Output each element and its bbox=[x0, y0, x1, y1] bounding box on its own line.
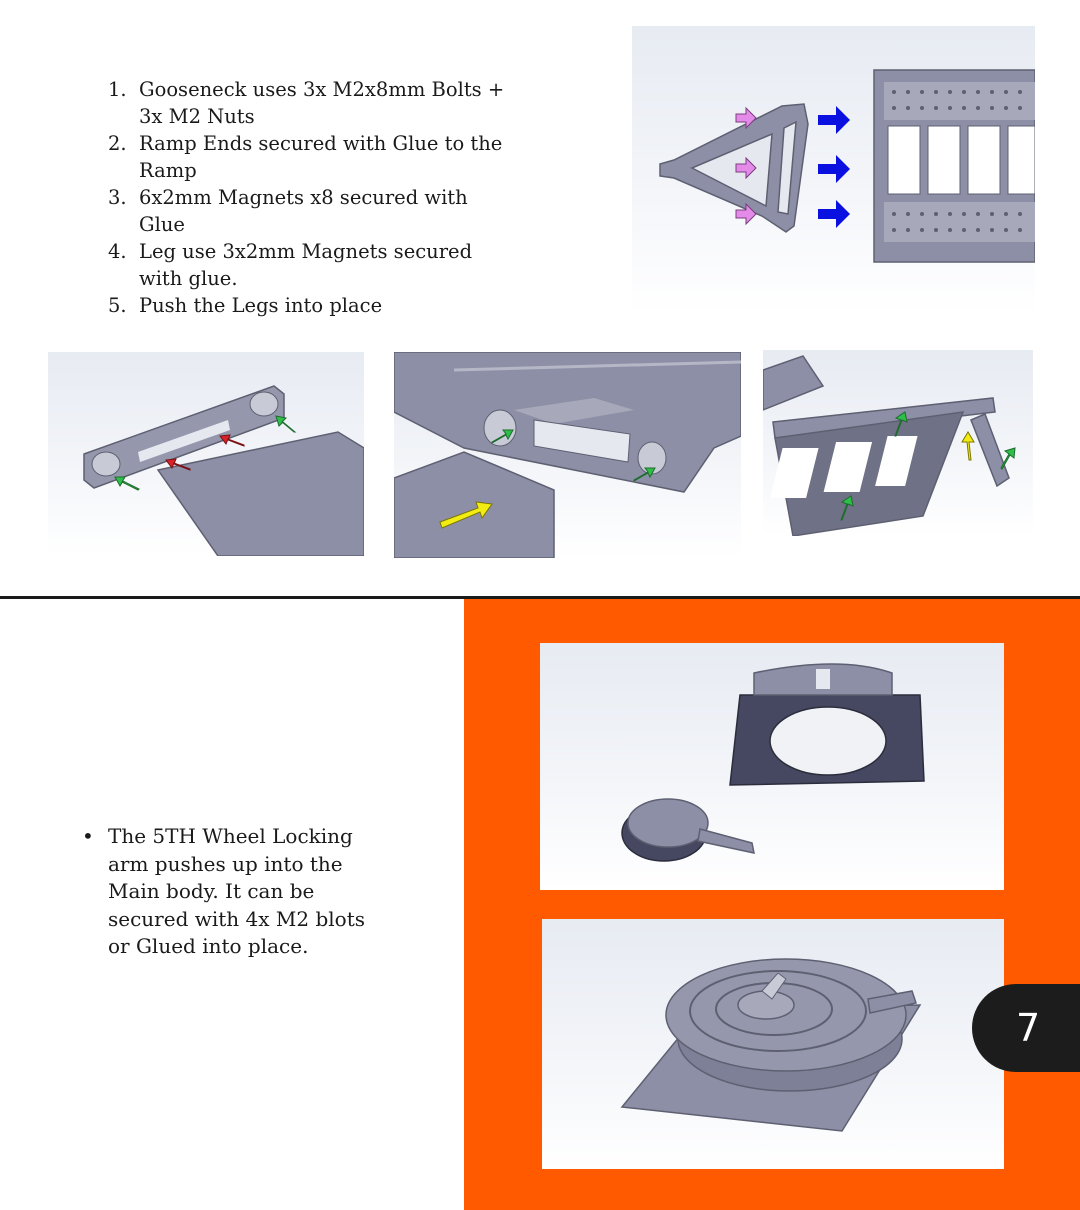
step-number: 3. bbox=[108, 186, 127, 209]
step-number: 4. bbox=[108, 240, 127, 263]
green-arrow-icons bbox=[114, 415, 297, 491]
red-arrow-icons bbox=[165, 434, 245, 471]
leg-part bbox=[970, 413, 1010, 488]
step-text: Ramp Ends secured with Glue to the Ramp bbox=[139, 132, 503, 182]
gooseneck-cad-image bbox=[632, 26, 1035, 313]
step-item: 3. 6x2mm Magnets x8 secured with Glue bbox=[108, 184, 508, 238]
ramp-plate-part bbox=[156, 431, 364, 556]
bullet-icon: • bbox=[82, 824, 94, 848]
step-number: 2. bbox=[108, 132, 127, 155]
step-number: 5. bbox=[108, 294, 127, 317]
deck-holes bbox=[892, 90, 1022, 232]
step-number: 1. bbox=[108, 78, 127, 101]
step-text: Push the Legs into place bbox=[139, 294, 383, 317]
locking-arm-part bbox=[621, 798, 755, 862]
leg-part bbox=[394, 451, 555, 558]
green-arrow-icons bbox=[491, 429, 656, 482]
pink-arrow-icons bbox=[735, 106, 757, 226]
fifth-wheel-assembly-part bbox=[620, 958, 922, 1132]
green-arrow-icons bbox=[840, 411, 1016, 521]
step-text: Gooseneck uses 3x M2x8mm Bolts + 3x M2 N… bbox=[139, 78, 505, 128]
trailer-deck-part bbox=[873, 69, 1035, 263]
assembly-steps-list: 1. Gooseneck uses 3x M2x8mm Bolts + 3x M2… bbox=[108, 76, 508, 319]
step-text: 6x2mm Magnets x8 secured with Glue bbox=[139, 186, 468, 236]
step-item: 2. Ramp Ends secured with Glue to the Ram… bbox=[108, 130, 508, 184]
fifth-wheel-assembled-cad-image bbox=[542, 919, 1004, 1169]
yellow-arrow-icon bbox=[439, 501, 493, 529]
ramp-end-part bbox=[83, 385, 285, 489]
fifth-wheel-note: • The 5TH Wheel Locking arm pushes up in… bbox=[82, 823, 382, 961]
frame-rail-part bbox=[772, 397, 996, 439]
mount-plate-part bbox=[729, 663, 925, 786]
gooseneck-part bbox=[659, 103, 809, 233]
fifth-wheel-exploded-cad-image bbox=[540, 643, 1004, 890]
ramp-end-cad-image bbox=[48, 352, 364, 556]
blue-arrow-icons bbox=[818, 106, 850, 228]
step-item: 4. Leg use 3x2mm Magnets secured with glu… bbox=[108, 238, 508, 292]
section-divider bbox=[0, 596, 1080, 599]
page-number-badge: 7 bbox=[972, 984, 1080, 1072]
yellow-arrow-icon bbox=[961, 431, 975, 461]
leg-magnets-cad-image bbox=[394, 352, 741, 558]
step-item: 1. Gooseneck uses 3x M2x8mm Bolts + 3x M2… bbox=[108, 76, 508, 130]
step-item: 5. Push the Legs into place bbox=[108, 292, 508, 319]
fifth-wheel-text: The 5TH Wheel Locking arm pushes up into… bbox=[108, 824, 365, 958]
leg-placement-cad-image bbox=[763, 350, 1033, 536]
step-text: Leg use 3x2mm Magnets secured with glue. bbox=[139, 240, 473, 290]
